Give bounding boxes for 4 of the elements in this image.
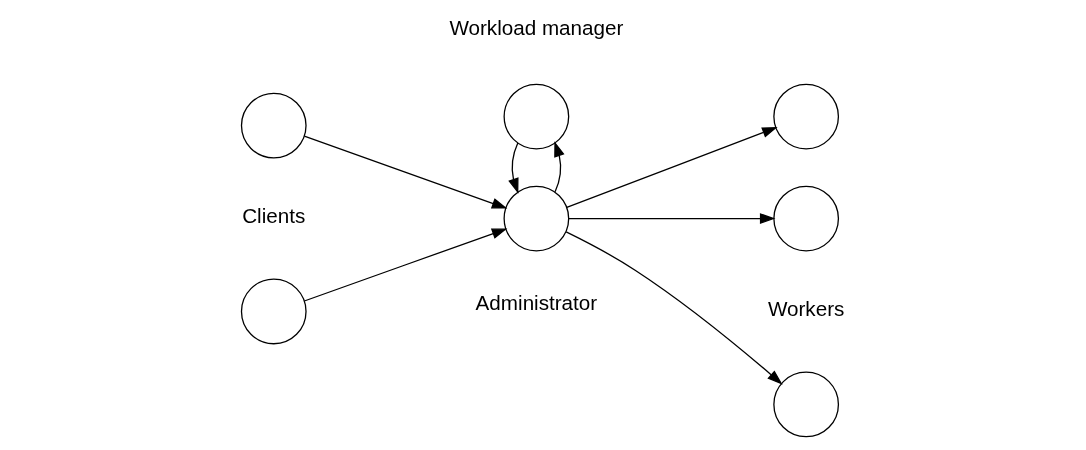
label: Workers (767, 297, 844, 321)
label: Clients (241, 204, 305, 228)
node-label: Workload manager (448, 16, 623, 40)
node-label: Administrator (475, 290, 597, 314)
